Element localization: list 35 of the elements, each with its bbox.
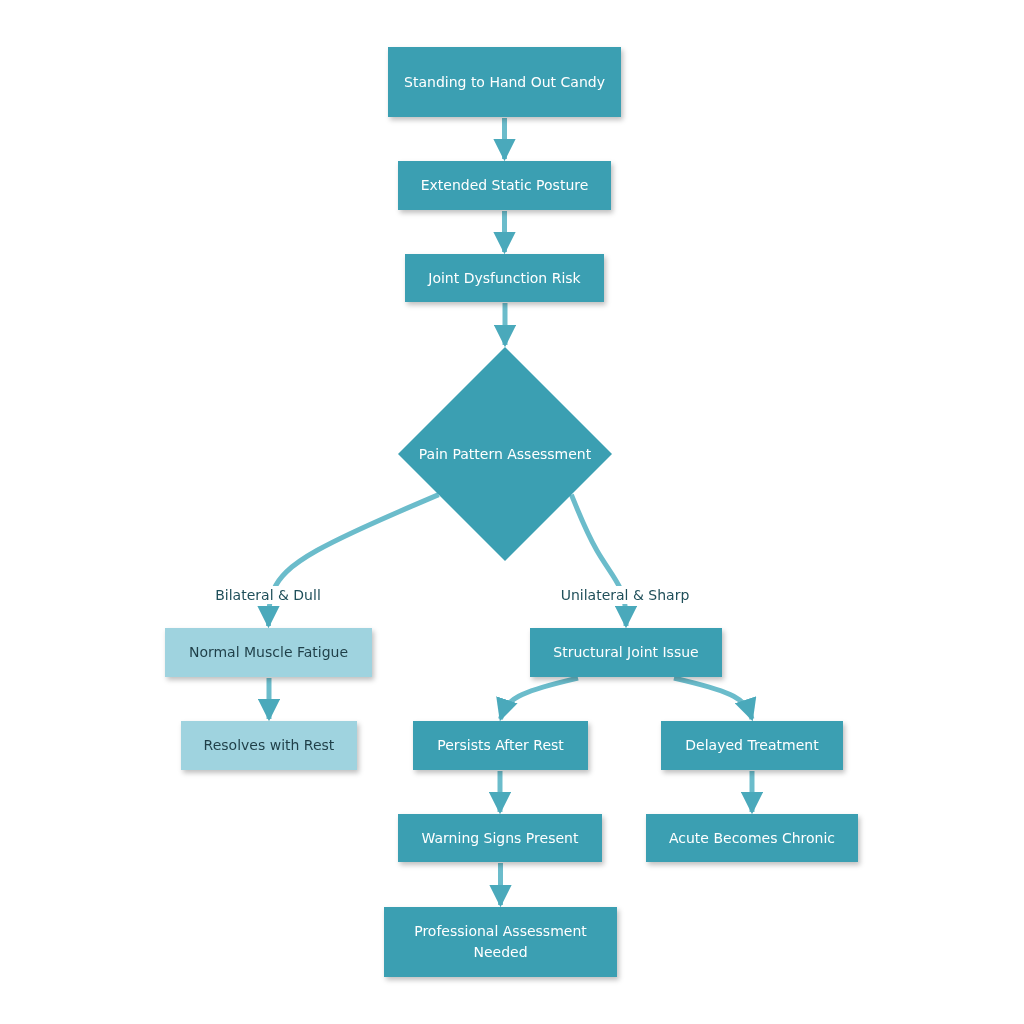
process-box	[405, 254, 604, 302]
arrow	[740, 771, 764, 815]
node-text: Extended Static Posture	[419, 176, 590, 195]
arrow	[569, 493, 638, 629]
arrow	[493, 303, 517, 348]
process-box	[413, 721, 588, 770]
arrow	[493, 118, 516, 162]
node-text: Standing to Hand Out Candy	[403, 72, 606, 92]
process-box	[661, 721, 843, 770]
node-text: Delayed Treatment	[684, 736, 820, 755]
arrow	[489, 863, 512, 908]
process-box	[646, 814, 858, 862]
node-text: Warning Signs Present	[420, 828, 580, 848]
decision-diamond	[398, 347, 612, 561]
process-box	[384, 907, 617, 977]
arrow	[488, 771, 512, 815]
process-box	[398, 814, 602, 862]
process-box	[388, 47, 621, 117]
arrow	[257, 678, 281, 722]
process-box	[181, 721, 357, 770]
process-box	[530, 628, 722, 677]
node-text: Acute Becomes Chronic	[667, 828, 837, 848]
node-text: Resolves with Rest	[202, 736, 336, 755]
arrow	[673, 675, 757, 722]
node-text: Structural Joint Issue	[552, 643, 700, 662]
node-text: Pain Pattern Assessment	[417, 444, 593, 464]
process-box	[398, 161, 611, 210]
process-box	[165, 628, 372, 677]
arrow	[496, 675, 579, 722]
arrow	[493, 211, 516, 255]
node-text: Normal Muscle Fatigue	[187, 643, 350, 662]
node-text: Professional Assessment Needed	[413, 922, 588, 962]
node-text: Persists After Rest	[436, 736, 565, 755]
arrow	[257, 492, 440, 629]
node-text: Joint Dysfunction Risk	[426, 268, 582, 288]
